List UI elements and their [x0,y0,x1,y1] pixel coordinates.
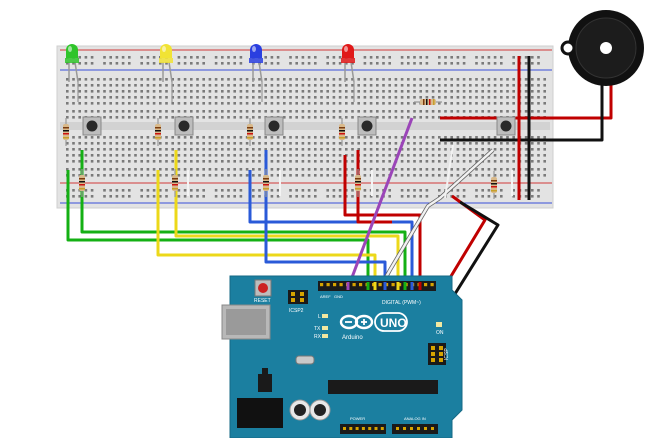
arduino-logo: UNO Arduino [339,312,408,341]
resistor-button-red [355,169,361,197]
analog-label: ANALOG IN [404,416,426,421]
breadboard-holes [66,56,546,198]
wire-ends [346,282,422,290]
led-blue [249,44,263,83]
reset-button-cap [258,283,268,293]
resistor-led-yellow [155,118,161,146]
icsp-label: ICSP [444,348,450,360]
button-group [82,116,516,136]
reset-label: RESET [254,298,271,304]
power-jack [237,398,283,428]
resistor-led-red [339,118,345,146]
model-label: UNO [380,316,407,330]
tx-label: TX [314,326,321,332]
icsp2-header [288,290,308,304]
rx-led [322,334,328,338]
crystal [295,355,315,365]
led-group [65,44,355,83]
led-yellow [159,44,173,83]
resistor-led-green [63,118,69,146]
power-label: POWER [350,416,365,421]
tx-led [322,326,328,330]
microcontroller-chip [328,380,438,394]
resistor-button-yellow [172,169,178,197]
buzzer-hole [600,42,612,54]
on-led [436,322,442,327]
wire-white-2 [444,144,454,199]
voltage-regulator [258,374,272,392]
usb-connector-inner [226,309,266,335]
resistor-led-blue [247,118,253,146]
l-label: L [318,314,321,320]
resistor-button-blue [263,169,269,197]
on-label: ON [436,330,444,336]
digital-header [318,281,436,291]
led-red [341,44,355,83]
wire-blue [248,170,414,288]
rx-label: RX [314,334,322,340]
push-button-5[interactable] [496,116,516,136]
l-led [322,314,328,318]
wire-red-button [343,155,422,288]
brand-label: Arduino [342,335,363,341]
wire-yellow-2 [174,150,400,288]
buzzer-mount-hole [560,40,576,56]
center-channel [60,122,550,130]
wire-purple [346,117,414,289]
breadboard [56,45,554,209]
buzzer [560,10,644,86]
wire-buzzer-black [440,78,604,142]
push-button-3[interactable] [264,116,284,136]
push-button-2[interactable] [174,116,194,136]
aref-label: AREF [320,294,331,299]
icsp-header [428,343,446,365]
led-green [65,44,79,83]
analog-header [392,424,438,434]
resistor-button-extra [491,171,497,199]
resistor-group [63,82,513,199]
push-button-1[interactable] [82,116,102,136]
resistor-button-green [79,169,85,197]
push-button-4[interactable] [357,116,377,136]
wire-green [66,170,370,288]
bottom-pins [343,427,434,430]
digital-label: DIGITAL (PWM~) [382,300,421,306]
arduino-uno-board: RESET ICSP2 DIGITAL (PWM~) AREF GND UNO … [221,275,463,438]
icsp2-label: ICSP2 [289,308,304,314]
gnd-label: GND [334,294,343,299]
resistor-top [414,99,442,105]
